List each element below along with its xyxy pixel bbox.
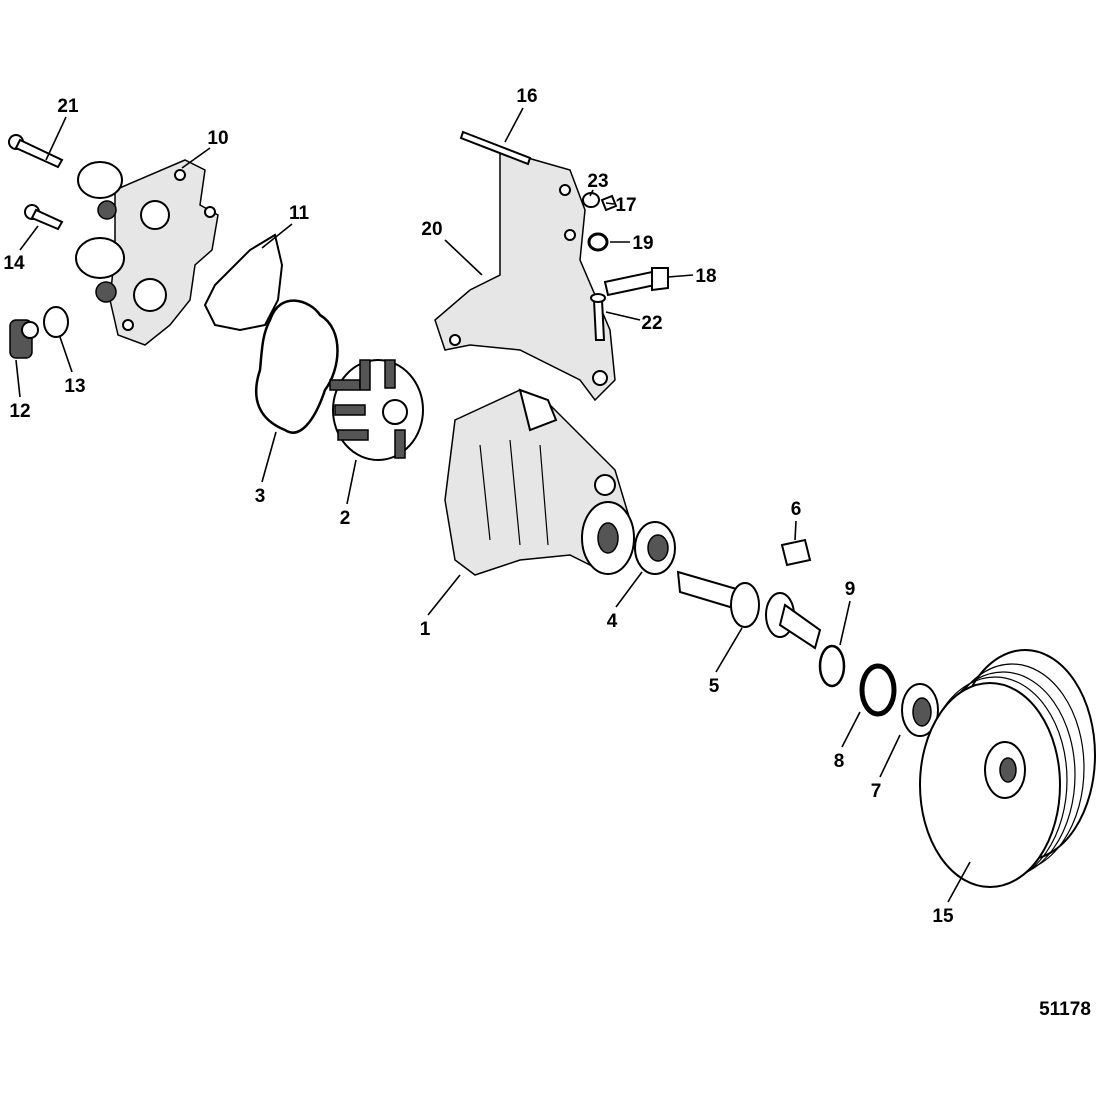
callout-3: 3 (255, 486, 266, 507)
callout-12: 12 (9, 401, 30, 422)
callout-21: 21 (57, 96, 79, 117)
callout-15: 15 (932, 906, 954, 927)
part-15-pulley (919, 649, 1096, 888)
callout-9: 9 (845, 579, 856, 600)
callout-8: 8 (834, 751, 845, 772)
callout-17: 17 (615, 195, 636, 216)
leader-lines (15, 107, 971, 903)
part-22-bolt (590, 293, 606, 341)
callout-18: 18 (695, 266, 716, 287)
callout-6: 6 (791, 499, 802, 520)
part-2-impeller (329, 359, 424, 461)
callout-11: 11 (289, 203, 310, 224)
callout-20: 20 (421, 219, 442, 240)
part-4-bearing (634, 521, 676, 575)
callout-13: 13 (64, 376, 85, 397)
part-13-oring (43, 306, 69, 338)
callout-7: 7 (871, 781, 882, 802)
callout-22: 22 (641, 313, 662, 334)
figure-number: 51178 (1039, 999, 1091, 1020)
part-20-bracket (434, 149, 616, 402)
callout-10: 10 (207, 128, 228, 149)
part-8-oring (859, 663, 897, 717)
part-21-bolt (8, 134, 64, 169)
part-7-seal (901, 683, 939, 737)
callout-14: 14 (3, 253, 25, 274)
part-12-plug (9, 319, 39, 359)
callout-5: 5 (709, 676, 720, 697)
part-16-stud (459, 130, 532, 166)
part-18-bolt (603, 267, 669, 297)
callout-2: 2 (340, 508, 351, 529)
part-19-washer (587, 232, 609, 252)
part-3-seal (254, 299, 339, 434)
callout-19: 19 (632, 233, 653, 254)
part-10-cover (75, 159, 219, 346)
part-6-sleeve (780, 538, 812, 567)
part-11-gasket (203, 233, 284, 332)
callout-labels: 1 2 3 4 5 6 7 8 9 10 11 12 13 14 15 16 1… (3, 86, 1090, 1020)
callout-1: 1 (420, 619, 431, 640)
part-1-pump-body (444, 388, 635, 576)
part-9-snap-ring (818, 644, 846, 688)
part-5-shaft (676, 570, 822, 650)
part-14-bolt (24, 204, 64, 231)
callout-16: 16 (516, 86, 537, 107)
callout-23: 23 (587, 171, 608, 192)
callout-4: 4 (607, 611, 618, 632)
